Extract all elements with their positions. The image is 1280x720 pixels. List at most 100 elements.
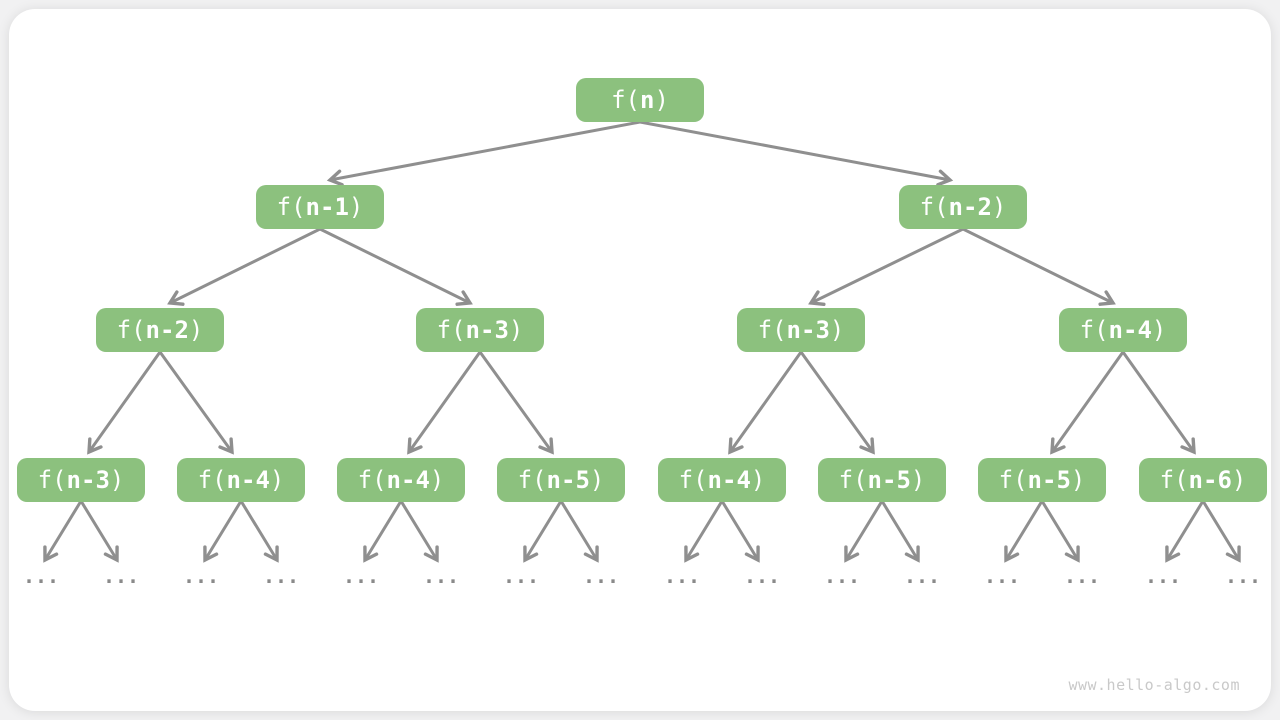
node-label-post: ) <box>991 193 1007 221</box>
node-label-pre: f( <box>357 466 387 494</box>
node-label-post: ) <box>910 466 926 494</box>
node-label-pre: f( <box>1159 466 1189 494</box>
node-label-pre: f( <box>116 316 146 344</box>
node-label-post: ) <box>1070 466 1086 494</box>
edge-arrow <box>728 350 803 455</box>
node-l4-6: f(n-5) <box>978 458 1106 502</box>
leaf-ellipsis-13: ... <box>1063 564 1101 588</box>
node-label-var: n-3 <box>465 316 509 344</box>
edge-arrow <box>158 350 234 455</box>
node-l4-7: f(n-6) <box>1139 458 1267 502</box>
leaf-ellipsis-2: ... <box>182 564 220 588</box>
edge-arrow <box>523 499 563 563</box>
node-label-post: ) <box>750 466 766 494</box>
node-l2-1: f(n-2) <box>899 185 1027 229</box>
node-l4-5: f(n-5) <box>818 458 946 502</box>
edge-arrow <box>799 350 875 455</box>
node-label-pre: f( <box>678 466 708 494</box>
leaf-ellipsis-8: ... <box>663 564 701 588</box>
node-label-pre: f( <box>998 466 1028 494</box>
node-label-var: n <box>640 86 655 114</box>
edge-arrow <box>43 499 83 563</box>
node-l3-2: f(n-3) <box>737 308 865 352</box>
edge-arrow <box>559 499 599 563</box>
node-label-var: n-2 <box>145 316 189 344</box>
node-label-var: n-1 <box>305 193 349 221</box>
edge-arrow <box>684 499 724 563</box>
node-l2-0: f(n-1) <box>256 185 384 229</box>
node-label-post: ) <box>429 466 445 494</box>
node-label-post: ) <box>589 466 605 494</box>
node-label-post: ) <box>508 316 524 344</box>
edge-arrow <box>363 499 403 563</box>
edge-arrow <box>880 499 920 563</box>
edge-arrow <box>1121 350 1196 455</box>
node-label-var: n-5 <box>546 466 590 494</box>
node-label-post: ) <box>1231 466 1247 494</box>
edge-arrow <box>87 350 162 455</box>
edge-arrow <box>399 499 439 563</box>
edge-arrow <box>638 120 954 187</box>
node-l4-4: f(n-4) <box>658 458 786 502</box>
node-label-post: ) <box>829 316 845 344</box>
leaf-ellipsis-12: ... <box>983 564 1021 588</box>
leaf-ellipsis-7: ... <box>582 564 620 588</box>
node-label-pre: f( <box>838 466 868 494</box>
node-l4-3: f(n-5) <box>497 458 625 502</box>
edge-arrow <box>961 227 1116 306</box>
leaf-ellipsis-4: ... <box>342 564 380 588</box>
leaf-ellipsis-1: ... <box>102 564 140 588</box>
node-label-var: n-3 <box>66 466 110 494</box>
node-l4-1: f(n-4) <box>177 458 305 502</box>
leaf-ellipsis-0: ... <box>22 564 60 588</box>
edge-arrow <box>407 350 482 455</box>
node-label-post: ) <box>269 466 285 494</box>
edge-arrow <box>1040 499 1080 563</box>
edge-arrow <box>79 499 119 563</box>
node-label-var: n-4 <box>386 466 430 494</box>
node-label-post: ) <box>348 193 364 221</box>
watermark: www.hello-algo.com <box>1068 676 1240 694</box>
node-label-pre: f( <box>611 86 640 114</box>
edge-arrow <box>720 499 760 563</box>
edge-arrow <box>1004 499 1044 563</box>
node-label-pre: f( <box>757 316 787 344</box>
edge-arrow <box>326 120 642 187</box>
node-l3-1: f(n-3) <box>416 308 544 352</box>
node-label-pre: f( <box>37 466 67 494</box>
node-label-post: ) <box>188 316 204 344</box>
edge-arrow <box>239 499 279 563</box>
leaf-ellipsis-3: ... <box>262 564 300 588</box>
edge-arrow <box>203 499 243 563</box>
edge-arrow <box>1165 499 1205 563</box>
node-l3-0: f(n-2) <box>96 308 224 352</box>
edge-arrow <box>167 227 322 306</box>
node-l1-0: f(n) <box>576 78 704 122</box>
node-label-pre: f( <box>517 466 547 494</box>
node-label-var: n-4 <box>226 466 270 494</box>
edge-arrow <box>1201 499 1241 563</box>
edge-arrow <box>1050 350 1125 455</box>
node-l4-0: f(n-3) <box>17 458 145 502</box>
node-label-var: n-5 <box>1027 466 1071 494</box>
node-label-var: n-5 <box>867 466 911 494</box>
leaf-ellipsis-9: ... <box>743 564 781 588</box>
leaf-ellipsis-14: ... <box>1144 564 1182 588</box>
node-label-pre: f( <box>1079 316 1109 344</box>
node-label-post: ) <box>1151 316 1167 344</box>
leaf-ellipsis-6: ... <box>502 564 540 588</box>
leaf-ellipsis-5: ... <box>422 564 460 588</box>
node-label-pre: f( <box>276 193 306 221</box>
leaf-ellipsis-11: ... <box>903 564 941 588</box>
leaf-ellipsis-10: ... <box>823 564 861 588</box>
node-label-var: n-4 <box>1108 316 1152 344</box>
node-label-pre: f( <box>436 316 466 344</box>
node-l3-3: f(n-4) <box>1059 308 1187 352</box>
edge-arrow <box>318 227 473 306</box>
node-label-var: n-3 <box>786 316 830 344</box>
node-label-var: n-2 <box>948 193 992 221</box>
edge-arrow <box>844 499 884 563</box>
node-label-var: n-6 <box>1188 466 1232 494</box>
node-label-post: ) <box>109 466 125 494</box>
